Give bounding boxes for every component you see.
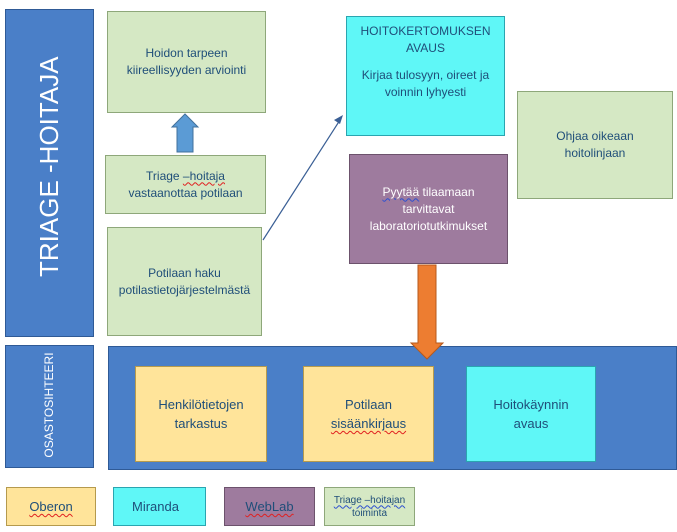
lab-order-box: Pyytää tilaamaan tarvittavat laboratorio… — [349, 154, 508, 264]
legend-triage-label-b: toiminta — [351, 507, 387, 519]
care-visit-opening-text: Hoitokäynnin avaus — [493, 397, 569, 431]
lab-order-text-a: Pyytää — [382, 184, 420, 199]
diagonal-connector-head — [334, 115, 343, 124]
ward-lane — [5, 345, 94, 468]
personal-info-check-line1: Henkilötietojen — [158, 397, 244, 412]
patient-admission-line1: Potilaan — [345, 397, 392, 412]
down-arrow — [409, 264, 445, 360]
legend-triage-label-a: Triage –hoitajan — [333, 494, 406, 506]
personal-info-check-box: Henkilötietojen tarkastus — [135, 366, 267, 462]
care-line-box: Ohjaa oikeaan hoitolinjaan — [517, 91, 673, 199]
legend-weblab-label: WebLab — [245, 499, 294, 514]
diagonal-connector — [262, 119, 341, 241]
up-arrow — [170, 113, 200, 153]
receive-patient-text: Triage –hoitaja vastaanottaa potilaan — [128, 168, 242, 202]
legend-miranda-label: Miranda — [132, 499, 179, 514]
patient-admission-box: Potilaan sisäänkirjaus — [303, 366, 434, 462]
legend-miranda: Miranda — [113, 487, 206, 526]
care-visit-opening-box: Hoitokäynnin avaus — [466, 366, 596, 462]
lab-order-text: Pyytää tilaamaan tarvittavat laboratorio… — [358, 184, 499, 235]
legend-triage: Triage –hoitajan toiminta — [324, 487, 415, 526]
receive-patient-text-c: vastaanottaa potilaan — [128, 185, 243, 200]
personal-info-check-line2: tarkastus — [174, 416, 228, 431]
urgency-assessment-box: Hoidon tarpeen kiireellisyyden arviointi — [107, 11, 266, 113]
patient-search-text: Potilaan haku potilastietojärjestelmästä — [118, 265, 251, 297]
legend-oberon: Oberon — [6, 487, 96, 526]
care-line-text: Ohjaa oikeaan hoitolinjaan — [556, 129, 634, 160]
triage-lane — [5, 9, 94, 337]
record-opening-body: Kirjaa tulosyyn, oireet ja voinnin lyhye… — [361, 68, 490, 99]
receive-patient-text-a: Triage — [146, 168, 183, 183]
patient-search-box: Potilaan haku potilastietojärjestelmästä — [107, 227, 262, 336]
legend-oberon-label: Oberon — [29, 499, 73, 514]
receive-patient-text-b: –hoitaja — [182, 168, 225, 183]
receive-patient-box: Triage –hoitaja vastaanottaa potilaan — [105, 155, 266, 214]
record-opening-title: HOITOKERTOMUKSEN AVAUS — [360, 24, 491, 55]
patient-admission-line2: sisäänkirjaus — [330, 416, 407, 431]
lab-order-text-b: tilaamaan tarvittavat laboratoriotutkimu… — [369, 184, 488, 233]
record-opening-box: HOITOKERTOMUKSEN AVAUS Kirjaa tulosyyn, … — [346, 16, 505, 136]
legend-weblab: WebLab — [224, 487, 315, 526]
urgency-assessment-text: Hoidon tarpeen kiireellisyyden arviointi — [126, 46, 247, 77]
